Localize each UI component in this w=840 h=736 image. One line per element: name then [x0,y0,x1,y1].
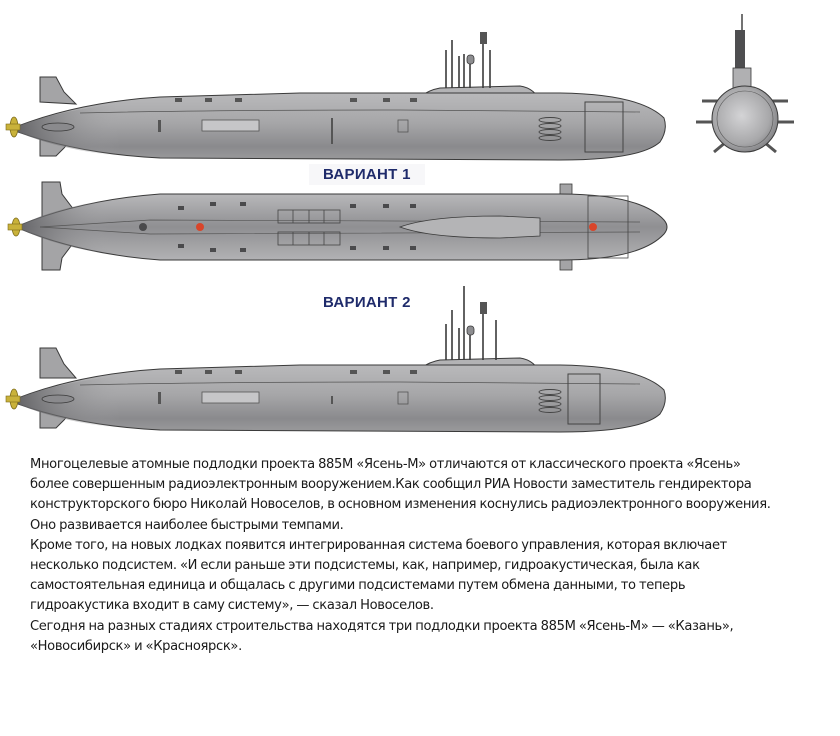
front-view [690,10,810,170]
marker-fwd-icon [589,223,597,231]
article-line: Сегодня на разных стадиях строительства … [30,618,734,634]
propeller-icon [5,388,21,410]
article-text: Многоцелевые атомные подлодки проекта 88… [30,455,835,657]
article-line: гидроакустика входит в саму систему», — … [30,598,434,614]
propeller-icon [7,217,23,237]
variant-2-label: ВАРИАНТ 2 [323,294,411,311]
article-line: Многоцелевые атомные подлодки проекта 88… [30,457,741,472]
side-view-bottom [0,280,680,440]
article-line: Кроме того, на новых лодках появится инт… [30,537,727,553]
article-line: самостоятельная единица и общалась с дру… [30,578,686,594]
submarine-front-view-icon [696,14,794,154]
side-view-top [0,0,680,161]
marker-aft-icon [196,223,204,231]
top-view [0,180,680,290]
article-line: Оно развивается наиболее быстрыми темпам… [30,517,344,533]
submarine-side-profile-icon [5,32,666,161]
article-line: более совершенным радиоэлектронным воору… [30,477,752,493]
propeller-icon [5,116,21,138]
article-line: несколько подсистем. «И если раньше эти … [30,558,700,574]
article-line: конструкторского бюро Николай Новоселов,… [30,497,771,513]
submarine-side-profile-icon [5,286,666,433]
variant-1-label: ВАРИАНТ 1 [309,164,425,185]
article-line: «Новосибирск» и «Красноярск». [30,638,242,654]
submarine-top-view-icon [7,181,668,271]
